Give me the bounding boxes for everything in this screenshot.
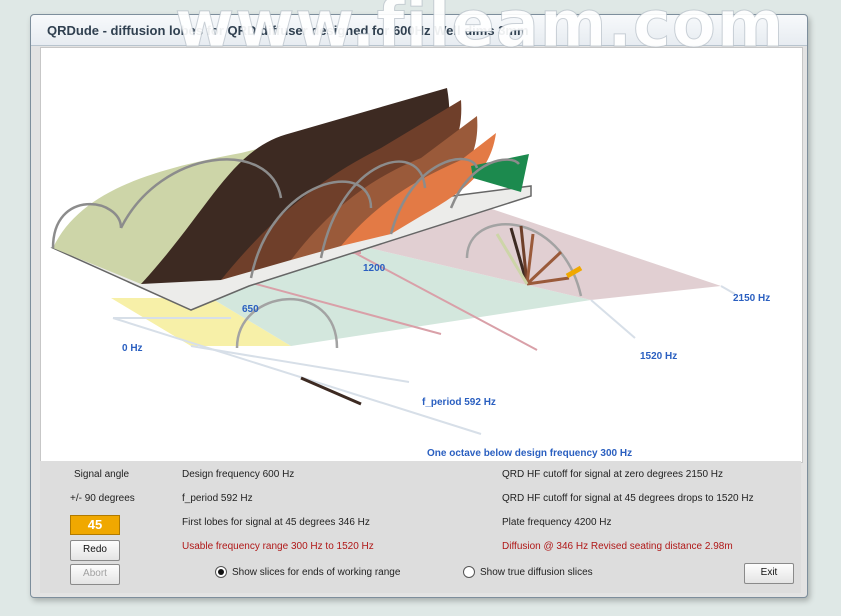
slice-ray xyxy=(526,276,570,286)
arc xyxy=(119,158,283,229)
slice-ray xyxy=(509,227,529,285)
arc xyxy=(449,158,520,209)
signal-angle-input[interactable]: 45 xyxy=(70,515,120,535)
slice-arc-high xyxy=(465,223,583,297)
lobe-2 xyxy=(141,88,450,284)
radio-true-slices[interactable] xyxy=(463,566,475,578)
slice-lobe-low xyxy=(300,376,362,406)
title-bar: QRDude - diffusion lobes for QRD diffuse… xyxy=(31,15,807,46)
radio-working-range[interactable] xyxy=(215,566,227,578)
plane-low-band xyxy=(111,298,291,346)
first-lobes: First lobes for signal at 45 degrees 346… xyxy=(182,517,370,528)
hf-cutoff-45: QRD HF cutoff for signal at 45 degrees d… xyxy=(502,493,754,504)
angle-range-label: +/- 90 degrees xyxy=(70,493,135,504)
label-0hz: 0 Hz xyxy=(122,343,143,354)
label-2150: 2150 Hz xyxy=(733,293,770,304)
diffusion-info: Diffusion @ 346 Hz Revised seating dista… xyxy=(502,541,733,552)
lobe-5 xyxy=(341,133,496,246)
label-650: 650 xyxy=(242,304,259,315)
guide-line xyxy=(590,299,636,339)
signal-angle-label: Signal angle xyxy=(74,469,130,480)
slice-ray-orange xyxy=(565,265,583,279)
arc xyxy=(319,160,427,259)
info-panel xyxy=(40,461,801,593)
plane-mid-band xyxy=(211,246,591,346)
slice-arc-low xyxy=(235,298,339,349)
guide-line xyxy=(112,317,482,435)
slice-ray xyxy=(525,233,535,285)
main-window: QRDude - diffusion lobes for QRD diffuse… xyxy=(30,14,808,598)
redo-button[interactable]: Redo xyxy=(70,540,120,561)
lobe-3 xyxy=(221,100,462,280)
radio-working-range-label[interactable]: Show slices for ends of working range xyxy=(232,567,401,578)
label-1200: 1200 xyxy=(363,263,386,274)
diffusion-plot: 0 Hz 650 1200 2150 Hz 1520 Hz f_period 5… xyxy=(40,47,803,463)
radio-true-slices-label[interactable]: Show true diffusion slices xyxy=(480,567,593,578)
arc xyxy=(51,202,123,249)
f1200-line xyxy=(354,252,538,351)
slice-ray xyxy=(495,233,529,285)
plane-high-band xyxy=(361,202,721,300)
f-period: f_period 592 Hz xyxy=(182,493,253,504)
period-line xyxy=(240,279,442,335)
hf-cutoff-zero: QRD HF cutoff for signal at zero degrees… xyxy=(502,469,724,480)
arc xyxy=(249,180,373,279)
design-frequency: Design frequency 600 Hz xyxy=(182,469,295,480)
exit-button[interactable]: Exit xyxy=(744,563,794,584)
plate-frequency: Plate frequency 4200 Hz xyxy=(502,517,612,528)
slice-ray xyxy=(519,225,529,285)
usable-range: Usable frequency range 300 Hz to 1520 Hz xyxy=(182,541,374,552)
lobe-6 xyxy=(471,154,529,192)
label-octave: One octave below design frequency 300 Hz xyxy=(427,448,632,459)
label-fperiod: f_period 592 Hz xyxy=(422,397,496,408)
window-title: QRDude - diffusion lobes for QRD diffuse… xyxy=(47,23,529,38)
watermark: www.fileam.com xyxy=(175,0,785,63)
arc xyxy=(389,157,479,235)
diffusion-plot-svg: 0 Hz 650 1200 2150 Hz 1520 Hz f_period 5… xyxy=(50,88,770,459)
guide-line xyxy=(720,285,736,295)
abort-button[interactable]: Abort xyxy=(70,564,120,585)
label-1520: 1520 Hz xyxy=(640,351,677,362)
guide-line xyxy=(190,345,410,383)
slice-ray xyxy=(525,250,563,286)
lobe-4 xyxy=(291,116,478,260)
